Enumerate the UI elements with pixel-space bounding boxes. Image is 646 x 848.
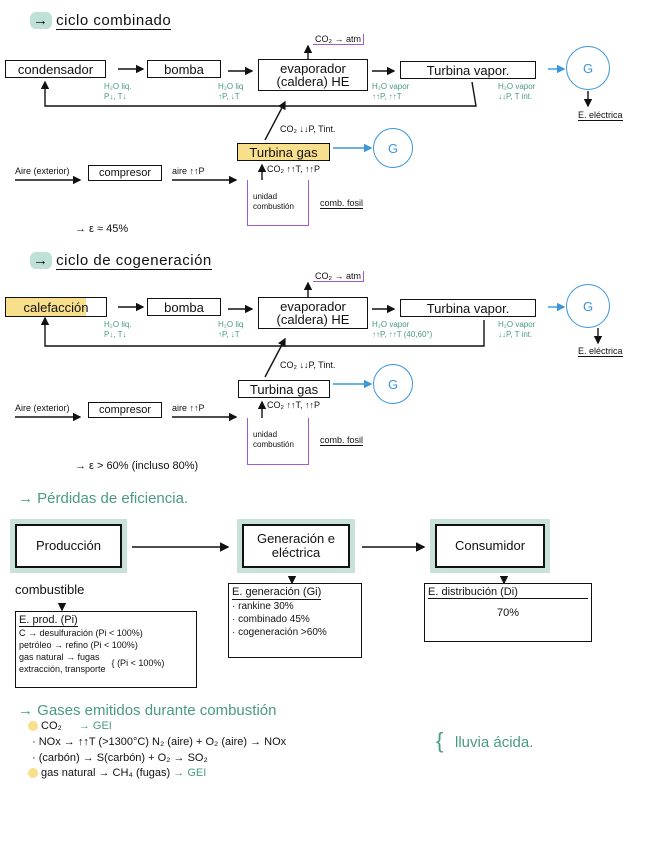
section1-title: → ciclo combinado bbox=[30, 12, 172, 30]
lluvia-acida-label: lluvia ácida. bbox=[455, 734, 534, 751]
bomba-box: bomba bbox=[147, 298, 221, 316]
highlight-dot bbox=[28, 721, 38, 732]
compresor-box: compresor bbox=[88, 402, 162, 418]
gas-line: · (carbón) → S(carbón) + O₂ → SO₂ bbox=[32, 752, 208, 764]
state-label: H₂O vapor↓↓P, T int. bbox=[498, 82, 536, 101]
co2-atm-label: CO₂ → atm bbox=[313, 271, 364, 282]
state-label: H₂O vapor↓↓P, T int. bbox=[498, 320, 536, 339]
generator-icon: G bbox=[566, 284, 610, 328]
state-label: H₂O liq↑P, ↓T bbox=[218, 82, 244, 101]
gas-line: CO₂ → GEI bbox=[28, 720, 112, 732]
prod-note: E. prod. (Pi) C → desulfuración (Pi < 10… bbox=[15, 611, 197, 688]
condensador-box: condensador bbox=[5, 60, 106, 78]
co2-atm-label: CO₂ → atm bbox=[313, 34, 364, 45]
aire-exterior-label: Aire (exterior) bbox=[15, 403, 70, 413]
section2-title: → ciclo de cogeneración bbox=[30, 252, 212, 270]
comb-fosil-label: comb. fosil bbox=[320, 435, 364, 446]
e-electrica-label: E. eléctrica bbox=[578, 110, 623, 121]
state-label: H₂O vapor↑↑P, ↑↑T (40,60°) bbox=[372, 320, 433, 339]
e-electrica-label: E. eléctrica bbox=[578, 346, 623, 357]
co2-hot-label: CO₂ ↑↑T, ↑↑P bbox=[267, 164, 320, 174]
aire-pressure-label: aire ↑↑P bbox=[172, 166, 205, 176]
aire-pressure-label: aire ↑↑P bbox=[172, 403, 205, 413]
compresor-box: compresor bbox=[88, 165, 162, 181]
state-label: H₂O liq.P↓, T↓ bbox=[104, 82, 132, 101]
state-label: H₂O liq↑P, ↓T bbox=[218, 320, 244, 339]
stage-produccion: Producción bbox=[10, 519, 127, 573]
gen-note: E. generación (Gi) · rankine 30% · combi… bbox=[228, 583, 362, 658]
generator-icon: G bbox=[566, 46, 610, 90]
state-label: H₂O vapor↑↑P, ↑↑T bbox=[372, 82, 410, 101]
section4-title: → Gases emitidos durante combustión bbox=[18, 702, 277, 719]
generator-icon: G bbox=[373, 364, 413, 404]
comb-fosil-label: comb. fosil bbox=[320, 198, 364, 209]
gas-line: · NOx → ↑↑T (>1300°C) N₂ (aire) + O₂ (ai… bbox=[32, 736, 287, 748]
highlight-dot bbox=[28, 768, 38, 779]
generator-icon: G bbox=[373, 128, 413, 168]
turbina-vapor-box: Turbina vapor. bbox=[400, 299, 536, 317]
section3-title: → Pérdidas de eficiencia. bbox=[18, 490, 189, 507]
gas-line: gas natural → CH₄ (fugas) → GEI bbox=[28, 767, 206, 779]
co2-exhaust-label: CO₂ ↓↓P, Tint. bbox=[280, 124, 336, 134]
efficiency-label: → ε ≈ 45% bbox=[75, 223, 129, 235]
bomba-box: bomba bbox=[147, 60, 221, 78]
co2-hot-label: CO₂ ↑↑T, ↑↑P bbox=[267, 400, 320, 410]
stage-generacion: Generación e eléctrica bbox=[237, 519, 355, 573]
turbina-vapor-box: Turbina vapor. bbox=[400, 61, 536, 79]
efficiency-label: → ε > 60% (incluso 80%) bbox=[75, 460, 199, 472]
combustible-label: combustible bbox=[15, 582, 85, 597]
brace: { bbox=[436, 728, 444, 753]
turbina-gas-box: Turbina gas bbox=[238, 380, 330, 398]
dist-note: E. distribución (Di) 70% bbox=[424, 583, 592, 642]
unidad-combustion-box: unidad combustión bbox=[247, 180, 309, 226]
co2-exhaust-label: CO₂ ↓↓P, Tint. bbox=[280, 360, 336, 370]
unidad-combustion-box: unidad combustión bbox=[247, 418, 309, 465]
evaporador-box: evaporador (caldera) HE bbox=[258, 297, 368, 329]
calefaccion-box: calefacción bbox=[5, 297, 107, 317]
turbina-gas-box: Turbina gas bbox=[237, 143, 330, 161]
evaporador-box: evaporador (caldera) HE bbox=[258, 59, 368, 91]
stage-consumidor: Consumidor bbox=[430, 519, 550, 573]
state-label: H₂O liq.P↓, T↓ bbox=[104, 320, 132, 339]
aire-exterior-label: Aire (exterior) bbox=[15, 166, 70, 176]
